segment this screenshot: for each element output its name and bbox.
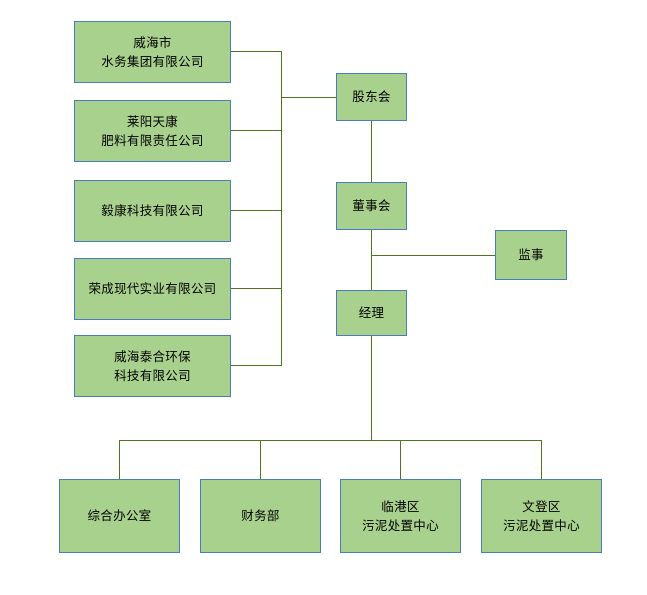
- connector-subsidiary-1-stub: [231, 51, 282, 52]
- node-department-3[interactable]: 临港区 污泥处置中心: [340, 479, 461, 553]
- node-subsidiary-5[interactable]: 威海泰合环保 科技有限公司: [74, 335, 231, 397]
- connector-board-to-manager: [371, 230, 372, 290]
- connector-department-1-drop: [119, 440, 120, 479]
- connector-subsidiary-5-stub: [231, 365, 282, 366]
- connector-department-2-drop: [260, 440, 261, 479]
- node-board-of-directors[interactable]: 董事会: [336, 182, 407, 230]
- connector-subsidiary-bus: [281, 51, 282, 366]
- connector-department-3-drop: [400, 440, 401, 479]
- connector-department-bus: [119, 440, 542, 441]
- node-department-2[interactable]: 财务部: [200, 479, 321, 553]
- node-department-1[interactable]: 综合办公室: [59, 479, 180, 553]
- node-subsidiary-1[interactable]: 威海市 水务集团有限公司: [74, 21, 231, 83]
- connector-subsidiary-2-stub: [231, 130, 282, 131]
- connector-department-4-drop: [541, 440, 542, 479]
- connector-bus-to-shareholders: [281, 97, 336, 98]
- node-department-4[interactable]: 文登区 污泥处置中心: [481, 479, 602, 553]
- connector-shareholders-to-board: [371, 121, 372, 182]
- connector-subsidiary-3-stub: [231, 210, 282, 211]
- node-supervisor[interactable]: 监事: [495, 230, 567, 280]
- node-manager[interactable]: 经理: [336, 290, 407, 336]
- node-subsidiary-2[interactable]: 莱阳天康 肥料有限责任公司: [74, 100, 231, 162]
- connector-manager-to-department-bus: [371, 336, 372, 440]
- connector-subsidiary-4-stub: [231, 288, 282, 289]
- node-subsidiary-4[interactable]: 荣成现代实业有限公司: [74, 258, 231, 320]
- node-subsidiary-3[interactable]: 毅康科技有限公司: [74, 180, 231, 242]
- node-shareholders-meeting[interactable]: 股东会: [336, 73, 407, 121]
- connector-spine-to-supervisor: [371, 255, 495, 256]
